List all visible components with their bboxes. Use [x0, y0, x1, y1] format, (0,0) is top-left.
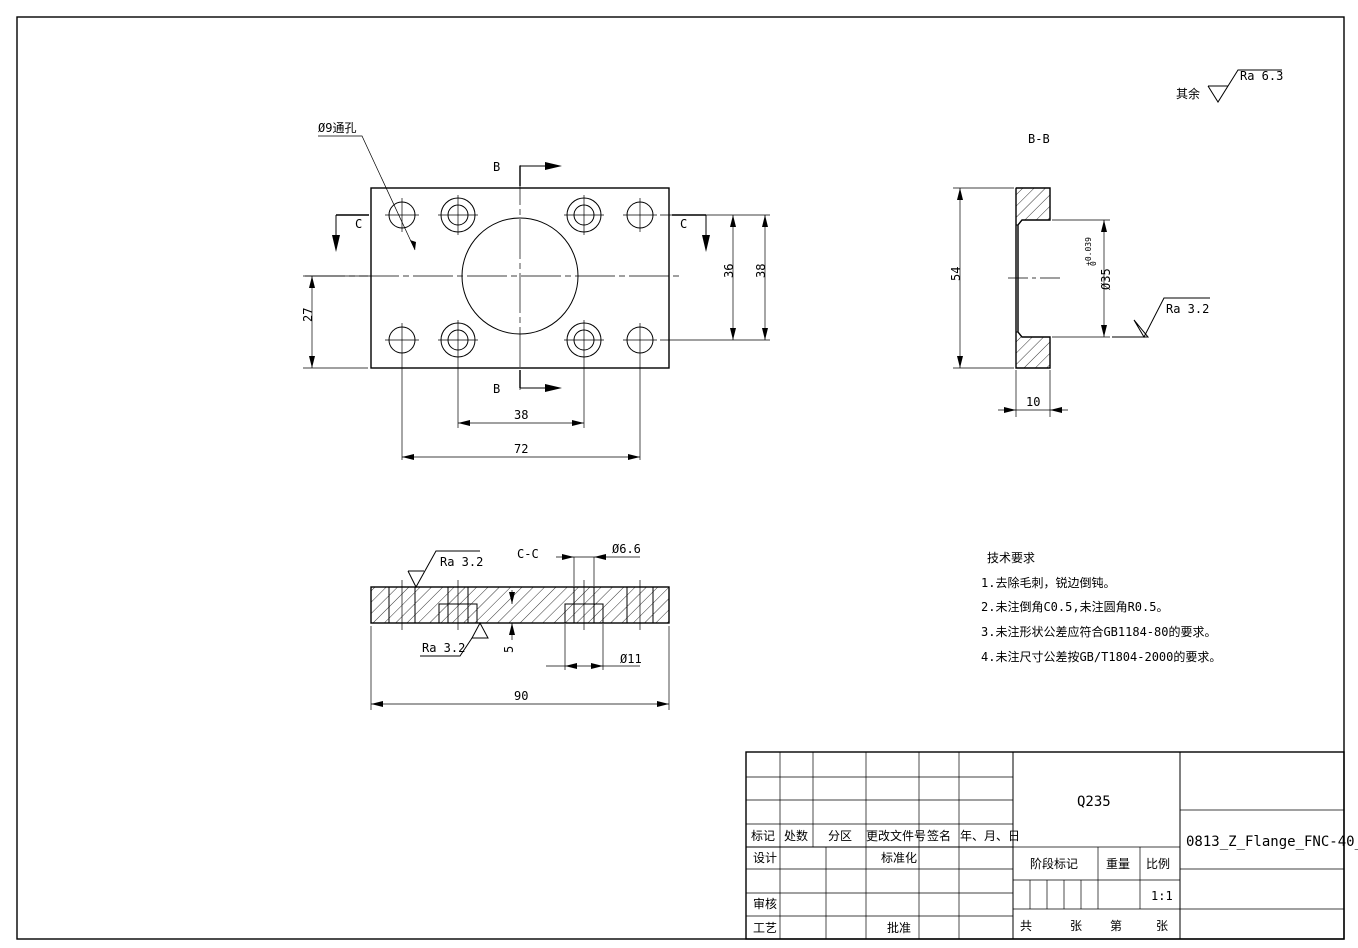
section-cc: C-C Ø6.6 Ø11 5 90 [370, 542, 670, 710]
tech-req-item: 4.未注尺寸公差按GB/T1804-2000的要求。 [981, 649, 1221, 664]
section-c-left-label: C [355, 217, 362, 231]
dim-38-vertical: 38 [754, 264, 768, 278]
tech-req-item: 1.去除毛刺，锐边倒钝。 [981, 575, 1115, 590]
sheet-border [16, 16, 1345, 940]
tech-req-item: 2.未注倒角C0.5,未注圆角R0.5。 [981, 599, 1168, 614]
arrow-down-icon [702, 235, 710, 252]
tech-requirements: 技术要求 1.去除毛刺，锐边倒钝。 2.未注倒角C0.5,未注圆角R0.5。 3… [981, 551, 1221, 664]
tech-req-item: 3.未注形状公差应符合GB1184-80的要求。 [981, 624, 1216, 639]
section-b-top-label: B [493, 160, 500, 174]
arrow-down-icon [332, 235, 340, 252]
title-block: 标记 处数 分区 更改文件号 签名 年、月、日 设计 标准化 审核 工艺 批准 … [745, 751, 1358, 940]
roughness-cc-bottom: Ra 3.2 [422, 641, 465, 655]
drawing-name: 0813_Z_Flange_FNC-40_1 [1186, 834, 1358, 850]
svg-text:标记: 标记 [751, 829, 775, 843]
roughness-symbol-icon [407, 550, 480, 589]
svg-text:张: 张 [1070, 919, 1082, 933]
tech-req-title: 技术要求 [987, 551, 1035, 565]
dim-27: 27 [301, 308, 315, 322]
dim-11: Ø11 [620, 652, 642, 666]
svg-text:张: 张 [1156, 919, 1168, 933]
svg-text:批准: 批准 [887, 920, 911, 935]
dim-54: 54 [949, 267, 963, 281]
dim-35: Ø35 [1099, 268, 1113, 290]
hole-note: Ø9通孔 [318, 121, 356, 135]
svg-text:更改文件号: 更改文件号 [866, 828, 926, 843]
svg-text:阶段标记: 阶段标记 [1030, 856, 1078, 871]
roughness-cc-top: Ra 3.2 [440, 555, 483, 569]
scale: 1:1 [1151, 889, 1173, 903]
section-bb: B-B 54 Ø35 +0.039 0 10 Ra 3.2 [949, 132, 1210, 417]
dim-35-tol-upper: +0.039 [1084, 237, 1093, 266]
material: Q235 [1077, 794, 1111, 810]
arrow-right-icon [545, 384, 562, 392]
svg-text:年、月、日: 年、月、日 [960, 829, 1020, 843]
svg-text:标准化: 标准化 [881, 851, 917, 865]
section-bb-title: B-B [1028, 132, 1050, 146]
svg-text:Ra 6.3: Ra 6.3 [1240, 69, 1283, 83]
svg-text:处数: 处数 [784, 828, 808, 843]
dim-6-6: Ø6.6 [612, 542, 641, 556]
dim-36: 36 [722, 264, 736, 278]
dim-72: 72 [514, 442, 528, 456]
through-holes [385, 198, 657, 460]
hole-note-leader [318, 135, 416, 251]
svg-text:第: 第 [1110, 919, 1122, 933]
front-view: Ø9通孔 B B C C 27 36 38 [301, 121, 770, 460]
svg-text:设计: 设计 [753, 851, 777, 865]
arrow-right-icon [545, 162, 562, 170]
svg-text:分区: 分区 [828, 829, 852, 843]
svg-text:其余: 其余 [1176, 86, 1200, 101]
dim-10: 10 [1026, 395, 1040, 409]
svg-text:重量: 重量 [1106, 857, 1130, 871]
svg-text:签名: 签名 [927, 828, 951, 843]
dim-5: 5 [502, 646, 516, 653]
counterbored-holes [438, 195, 604, 428]
roughness-symbol-icon [471, 621, 489, 639]
svg-text:共: 共 [1020, 919, 1032, 933]
svg-text:工艺: 工艺 [753, 921, 777, 935]
section-c-right-label: C [680, 217, 687, 231]
section-b-bottom-label: B [493, 382, 500, 396]
svg-text:比例: 比例 [1146, 857, 1170, 871]
svg-text:审核: 审核 [753, 896, 777, 911]
roughness-bb: Ra 3.2 [1166, 302, 1209, 316]
dim-38-horizontal: 38 [514, 408, 528, 422]
roughness-default: 其余 Ra 6.3 [1176, 69, 1283, 103]
section-cc-title: C-C [517, 547, 539, 561]
roughness-symbol-icon [1112, 297, 1210, 339]
dim-35-tol-lower: 0 [1089, 261, 1098, 266]
dim-90: 90 [514, 689, 528, 703]
